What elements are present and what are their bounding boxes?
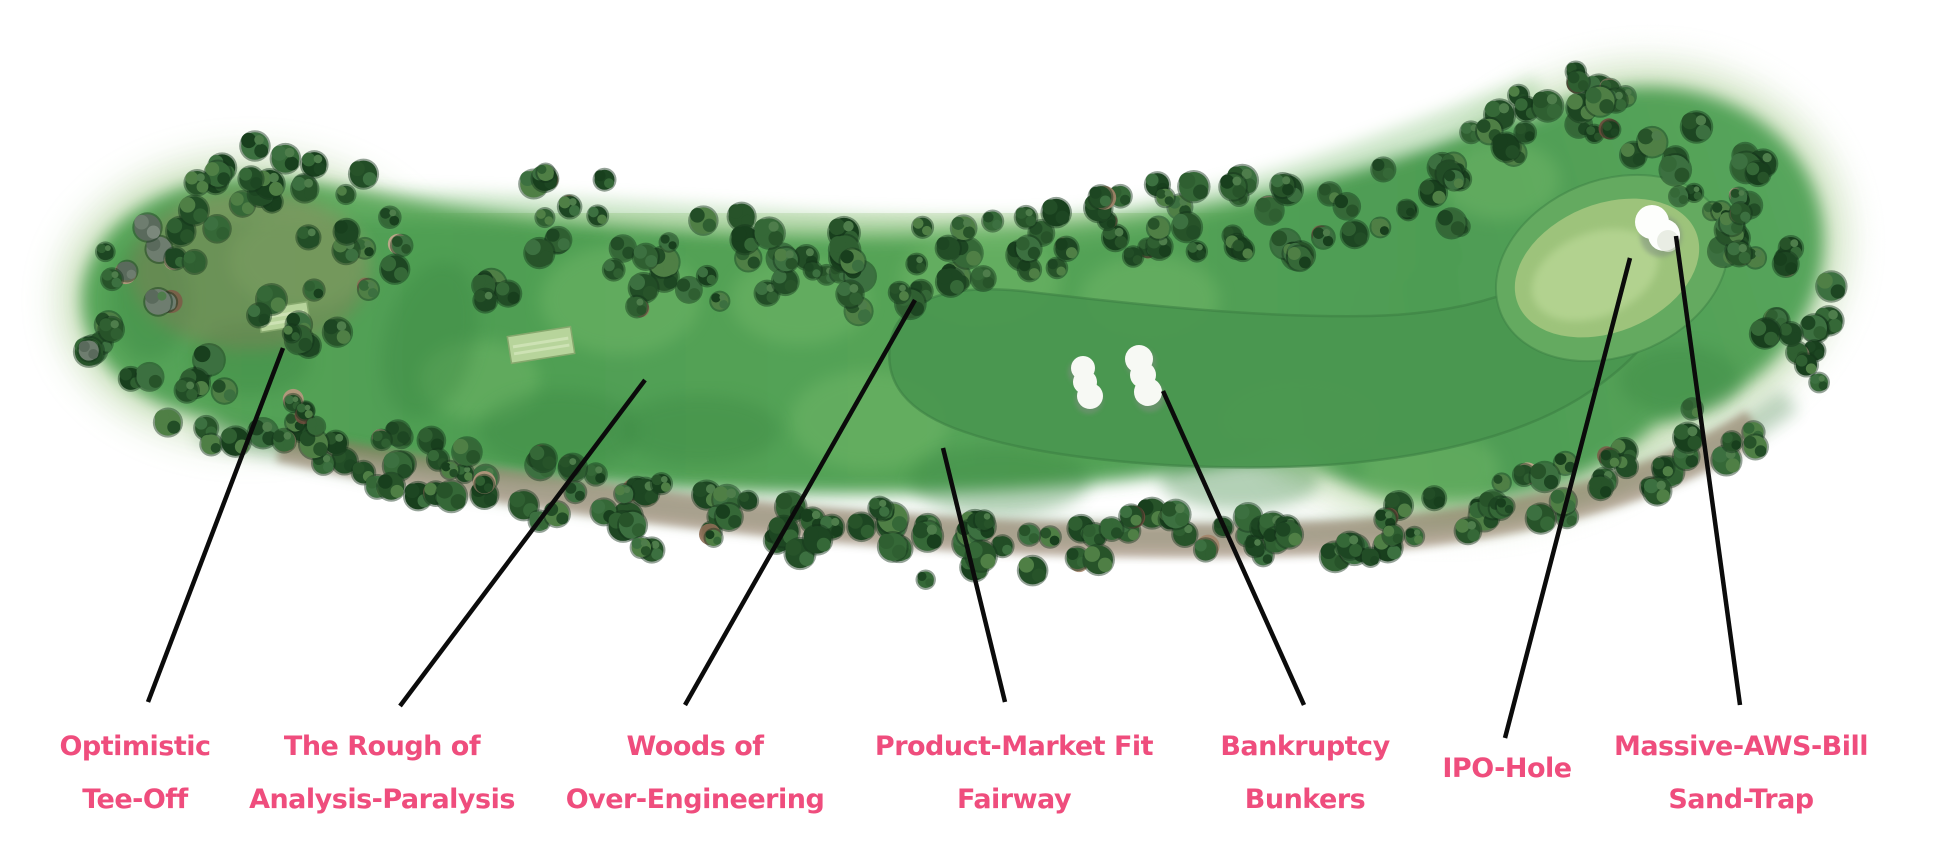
label-line1: Massive-AWS-Bill bbox=[1613, 731, 1869, 762]
sand-bunkers bbox=[1068, 205, 1682, 414]
label-woods-of-over-engineering: Woods of Over-Engineering bbox=[475, 720, 915, 826]
label-line2: Sand-Trap bbox=[1668, 784, 1814, 815]
leader-line-product-market-fit-fairway bbox=[940, 447, 1008, 703]
label-line2: Over-Engineering bbox=[565, 784, 825, 815]
leader-line-ipo-hole bbox=[1502, 257, 1633, 739]
label-rough-of-analysis-paralysis: The Rough of Analysis-Paralysis bbox=[162, 720, 602, 826]
label-line1: The Rough of bbox=[283, 731, 481, 762]
label-line2: Tee-Off bbox=[82, 784, 188, 815]
label-ipo-hole: IPO-Hole bbox=[1287, 742, 1727, 795]
leader-line-rough-of-analysis-paralysis bbox=[398, 378, 647, 708]
leader-lines bbox=[145, 235, 1743, 739]
label-line1: Product-Market Fit bbox=[874, 731, 1154, 762]
leader-line-massive-aws-bill-sand-trap bbox=[1673, 235, 1743, 706]
label-line2: Analysis-Paralysis bbox=[249, 784, 515, 815]
leader-line-bankruptcy-bunkers bbox=[1160, 390, 1307, 706]
label-line1: Bankruptcy bbox=[1220, 731, 1390, 762]
label-line1: Optimistic bbox=[59, 731, 211, 762]
label-optimistic-tee-off: Optimistic Tee-Off bbox=[0, 720, 355, 826]
leader-line-optimistic-tee-off bbox=[145, 347, 286, 703]
label-massive-aws-bill-sand-trap: Massive-AWS-Bill Sand-Trap bbox=[1521, 720, 1934, 826]
label-bankruptcy-bunkers: Bankruptcy Bunkers bbox=[1085, 720, 1525, 826]
label-line1: IPO-Hole bbox=[1442, 753, 1572, 784]
label-line2: Bunkers bbox=[1244, 784, 1366, 815]
tree-clusters bbox=[72, 60, 1848, 590]
leader-line-woods-of-over-engineering bbox=[683, 298, 917, 707]
label-line1: Woods of bbox=[626, 731, 764, 762]
label-line2: Fairway bbox=[956, 784, 1072, 815]
label-product-market-fit-fairway: Product-Market Fit Fairway bbox=[794, 720, 1234, 826]
